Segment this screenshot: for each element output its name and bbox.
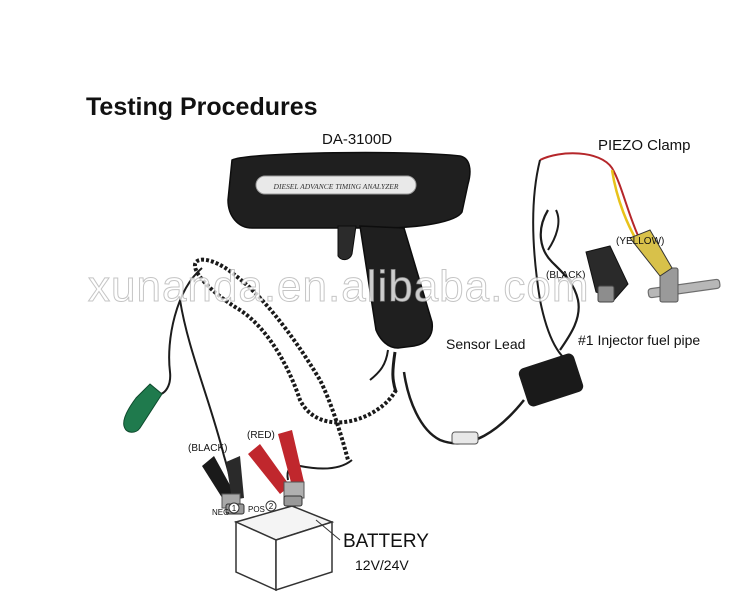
battery: 1 2 <box>225 495 335 592</box>
gun-label: DIESEL ADVANCE TIMING ANALYZER <box>273 182 399 191</box>
injector-pipe-label: #1 Injector fuel pipe <box>578 332 701 348</box>
battery-leader <box>315 519 341 541</box>
voltage-label: 12V/24V <box>355 557 409 573</box>
battery-label: BATTERY <box>343 531 429 552</box>
black-battery-clamp <box>202 456 244 509</box>
sensor-box <box>518 353 584 407</box>
neg-number-circle <box>228 502 240 514</box>
black-sensor-label: (BLACK) <box>546 270 586 281</box>
red-clamp-label: (RED) <box>247 430 275 441</box>
sensor-lead <box>539 209 580 351</box>
watermark-text: xunanda.en.alibaba.com <box>87 262 590 312</box>
yellow-wire-label: (YELLOW) <box>616 236 665 247</box>
sensor-cable <box>402 371 525 445</box>
piezo-clamp-label: PIEZO Clamp <box>598 137 691 154</box>
page-title: Testing Procedures <box>86 93 318 121</box>
piezo-clamp <box>585 229 673 303</box>
green-clip <box>123 383 163 433</box>
black-clamp-label: (BLACK) <box>188 443 228 454</box>
neg-number: 1 <box>232 504 237 513</box>
coiled-cord <box>192 257 398 461</box>
injector-fuel-pipe <box>647 267 721 303</box>
model-label: DA-3100D <box>322 131 393 148</box>
pos-label: POS <box>248 505 265 514</box>
timing-light-gun: DIESEL ADVANCE TIMING ANALYZER <box>227 151 471 349</box>
red-battery-clamp <box>248 430 305 499</box>
sensor-lead-label: Sensor Lead <box>446 336 526 352</box>
pos-number: 2 <box>269 502 274 511</box>
pos-number-circle <box>265 500 277 512</box>
pos-terminal <box>283 495 303 507</box>
neg-label: NEG <box>212 508 230 517</box>
